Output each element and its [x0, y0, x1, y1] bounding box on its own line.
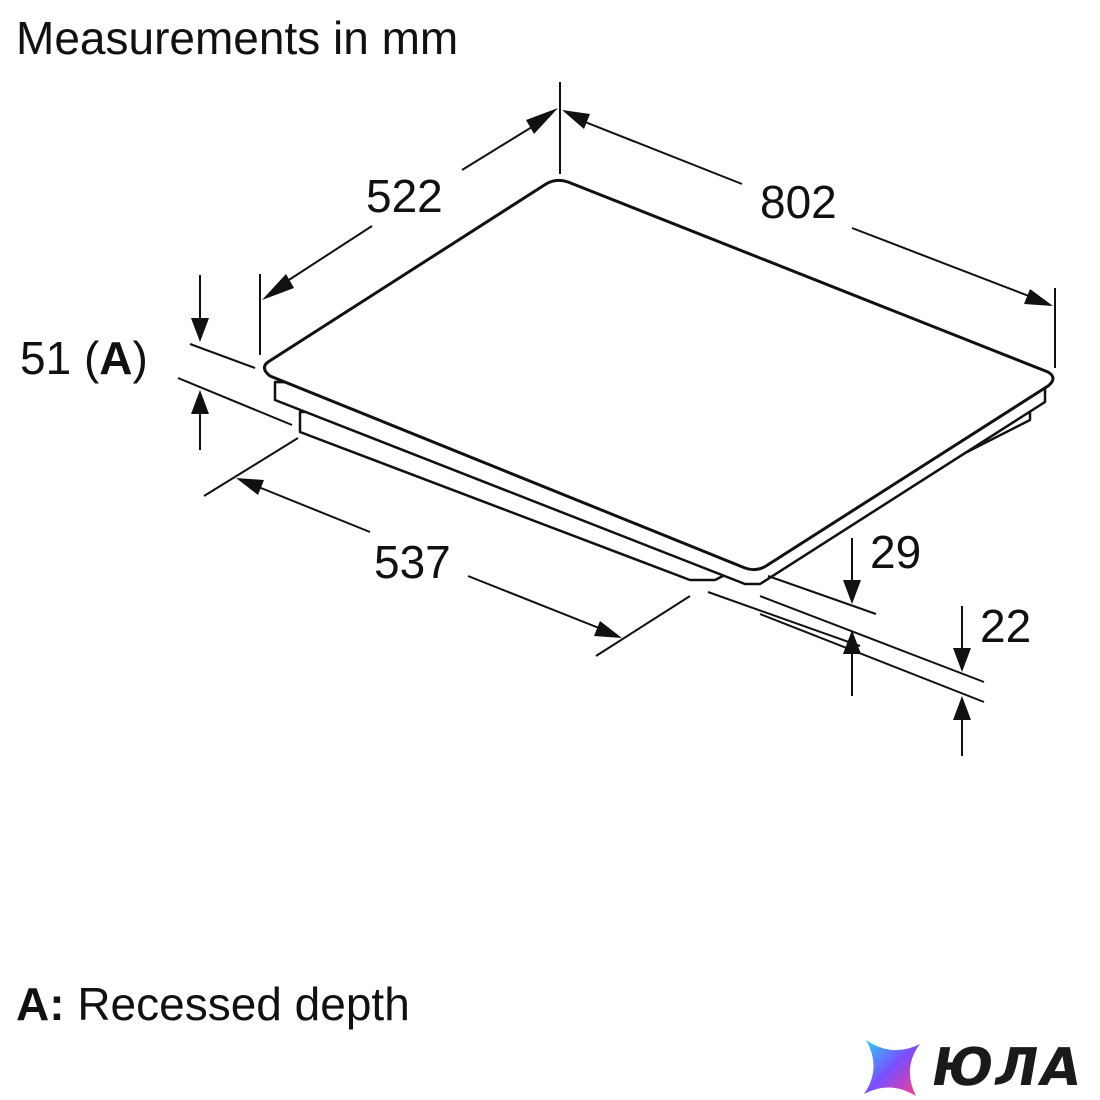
width-arrow-left: [562, 110, 590, 129]
logo-star-icon: [864, 1040, 920, 1096]
frame-arrow-down: [843, 580, 861, 604]
cutout-extension-right: [595, 595, 691, 657]
cutout-dimension-line-a: [255, 485, 371, 533]
width-arrow-right: [1024, 289, 1053, 306]
frame-extension-top: [767, 575, 877, 615]
depth-label: 522: [366, 170, 443, 222]
recess-extension-top: [189, 343, 256, 369]
width-dimension-line-b: [851, 227, 1035, 299]
depth-arrow-left: [262, 274, 294, 300]
glass-extension-top: [759, 595, 985, 683]
recess-arrow-up: [191, 390, 209, 414]
legend-key: A:: [16, 978, 65, 1030]
depth-arrow-right: [526, 108, 558, 134]
legend: A: Recessed depth: [16, 976, 410, 1032]
frame-extension-bottom: [707, 591, 861, 647]
recess-key: A: [99, 332, 132, 384]
page-title: Measurements in mm: [16, 12, 459, 64]
depth-dimension-line-b: [461, 121, 541, 171]
cutout-extension-left: [203, 437, 299, 497]
recess-label: 51 (A): [20, 332, 148, 384]
cutout-arrow-left: [236, 478, 264, 495]
recess-value: 51 (: [20, 332, 100, 384]
hob-glass-top: [263, 178, 1055, 572]
glass-height-label: 22: [980, 600, 1031, 652]
glass-arrow-down: [953, 648, 971, 672]
cutout-label: 537: [374, 536, 451, 588]
frame-height-label: 29: [870, 526, 921, 578]
cutout-arrow-right: [594, 621, 622, 638]
depth-dimension-line-a: [277, 225, 373, 288]
recess-extension-bottom: [177, 377, 293, 426]
width-dimension-line-a: [579, 119, 743, 185]
logo-text: ЮЛА: [926, 1038, 1088, 1098]
watermark-logo: ЮЛА: [860, 1036, 1096, 1100]
glass-extension-bottom: [759, 613, 985, 703]
cutout-dimension-line-b: [467, 575, 605, 631]
glass-arrow-up: [953, 696, 971, 720]
width-label: 802: [760, 176, 837, 228]
legend-text: Recessed depth: [64, 978, 410, 1030]
recess-close: ): [133, 332, 148, 384]
recess-arrow-down: [191, 318, 209, 342]
